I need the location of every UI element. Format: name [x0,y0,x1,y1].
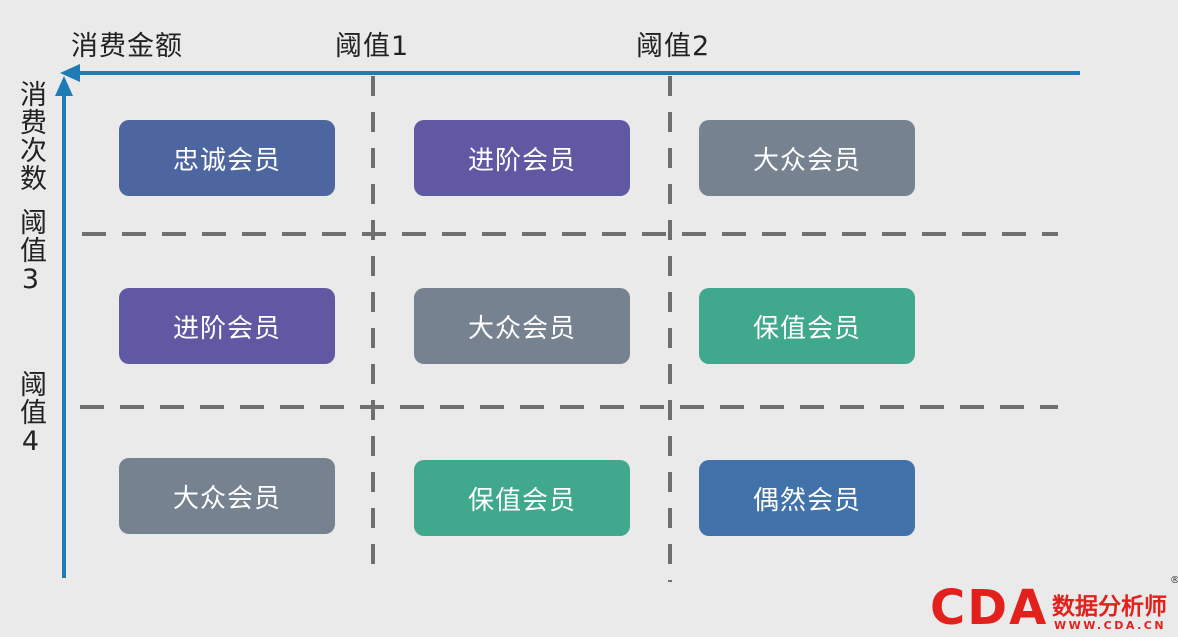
segment-advanced-member: 进阶会员 [414,120,630,196]
segment-value-member: 保值会员 [414,460,630,536]
segment-loyal-member: 忠诚会员 [119,120,335,196]
y-threshold-4-label: 阈值4 [15,370,46,458]
x-threshold-2-label: 阈值2 [636,31,711,62]
logo-url: WWW.CDA.CN [1054,619,1166,632]
x-threshold-1-label: 阈值1 [335,31,410,62]
segment-occasional-member: 偶然会员 [699,460,915,536]
cda-logo: CDA 数据分析师 WWW.CDA.CN ® [930,574,1178,636]
segment-advanced-member: 进阶会员 [119,288,335,364]
x-axis-arrowhead [60,64,80,82]
segment-mass-member: 大众会员 [119,458,335,534]
segment-mass-member: 大众会员 [414,288,630,364]
y-threshold-3-label: 阈值3 [15,208,46,296]
logo-tagline: 数据分析师 [1052,594,1167,620]
logo-registered-mark: ® [1170,575,1178,586]
logo-brand: CDA [930,580,1048,633]
segment-value-member: 保值会员 [699,288,915,364]
x-axis-title: 消费金额 [71,31,183,62]
y-axis-arrowhead [55,76,73,96]
segment-mass-member: 大众会员 [699,120,915,196]
y-axis-title: 消费次数 [15,80,46,192]
